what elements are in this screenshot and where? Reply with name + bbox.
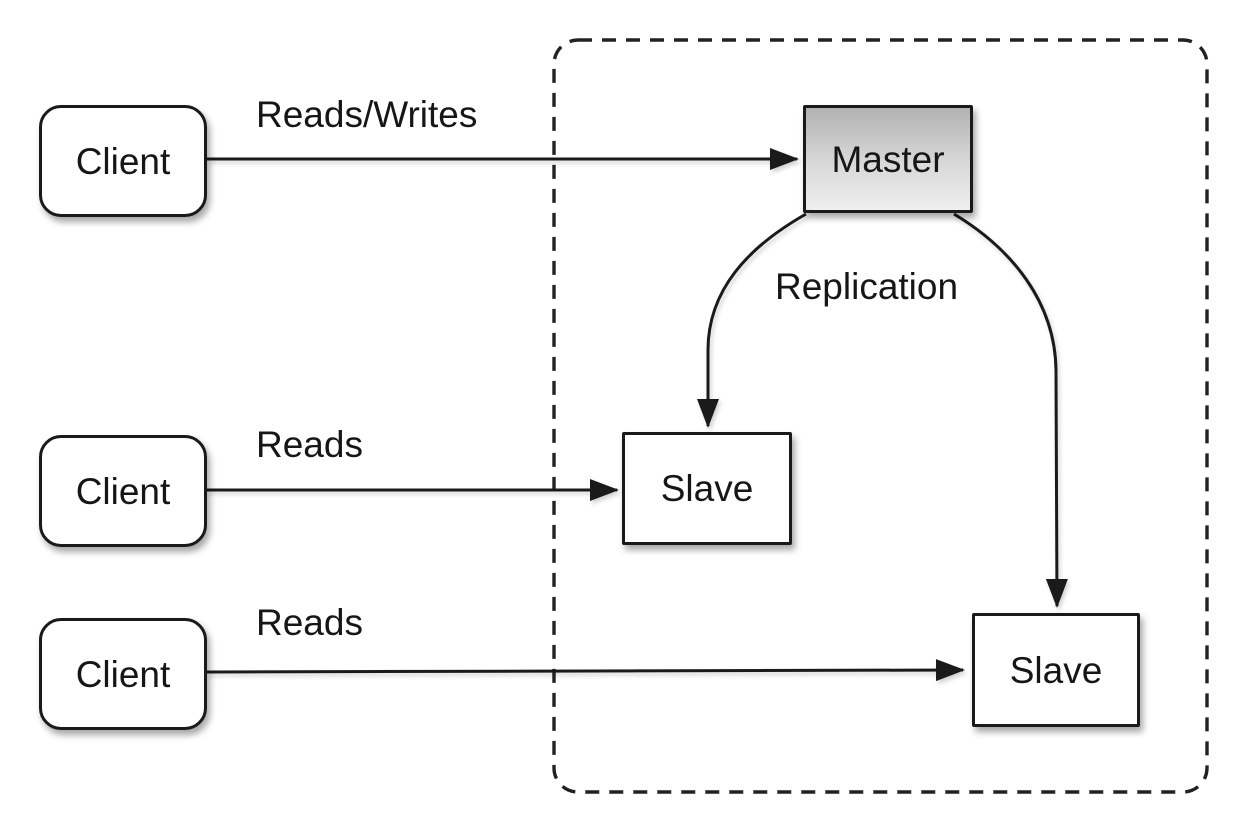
slave-1-label: Slave (660, 468, 754, 509)
client-3-label: Client (75, 653, 171, 695)
client-2-label: Client (75, 470, 171, 512)
arrow-master-slave2 (953, 212, 1068, 608)
master-node: Master (803, 105, 973, 213)
slave-node-1: Slave (622, 432, 792, 545)
client-node-1: Client (39, 105, 207, 217)
edge-label-reads-bottom: Reads (256, 602, 363, 643)
slave-2-label: Slave (1009, 649, 1103, 691)
edge-label-replication: Replication (775, 266, 959, 307)
client-node-2: Client (39, 435, 207, 547)
edge-label-reads-middle: Reads (256, 424, 363, 465)
edge-label-reads-writes: Reads/Writes (256, 94, 478, 135)
client-1-label: Client (75, 140, 171, 182)
arrow-master-slave1 (697, 212, 807, 428)
cluster-boundary-dashed-box (552, 38, 1209, 794)
master-label: Master (831, 138, 945, 180)
slave-node-2: Slave (972, 613, 1140, 727)
arrow-client3-slave2 (206, 659, 965, 682)
client-node-3: Client (39, 618, 207, 730)
